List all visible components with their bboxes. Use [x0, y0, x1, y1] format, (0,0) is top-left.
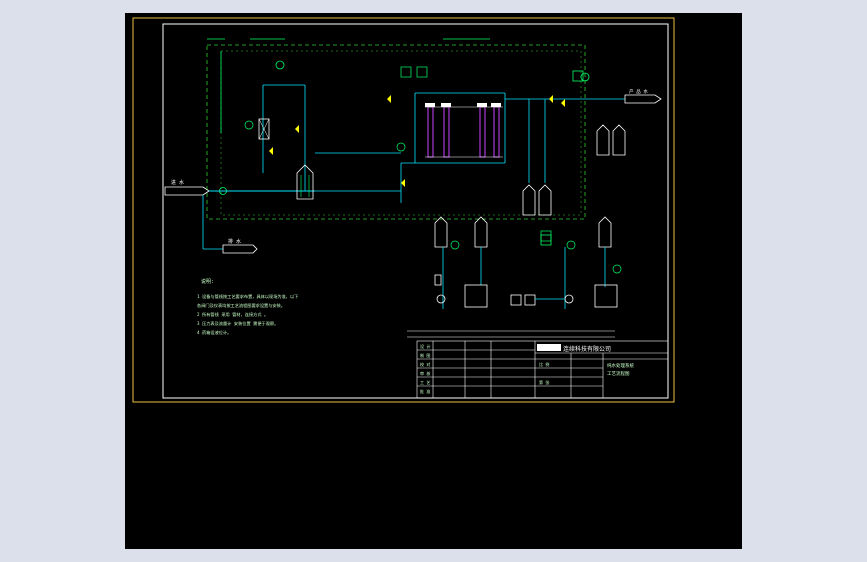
title-block: [416, 340, 669, 399]
filter-vessel: [258, 60, 306, 191]
top-headers: [207, 38, 490, 133]
drawing-border: [162, 23, 669, 399]
feed-label: 进 水: [171, 179, 184, 186]
note-line: 各阀门及仪表均按工艺流程图要求设置与安装。: [197, 302, 285, 309]
product-label: 产 品 水: [629, 88, 648, 95]
process-flow-diagram: 进 水 排 水: [132, 17, 675, 403]
product-line: 产 品 水: [505, 70, 662, 183]
cad-viewport[interactable]: 进 水 排 水: [125, 13, 742, 549]
drain-outlet: 排 水: [202, 195, 258, 254]
pressure-gauge-icon: [275, 60, 285, 70]
revision-row: [407, 330, 615, 338]
note-line: 1 设备与管线按工艺要求布置，具体以现场为准，以下: [197, 293, 298, 300]
sheet-frame: [132, 17, 675, 403]
valves: [269, 95, 565, 187]
notes: 说明: 1 设备与管线按工艺要求布置，具体以现场为准，以下 各阀门及仪表均按工艺…: [197, 278, 298, 336]
title-row-label: 批 准: [420, 388, 430, 394]
drain-label: 排 水: [228, 238, 241, 245]
title-row-label: 制 图: [420, 352, 430, 358]
lower-dosing: [434, 234, 618, 309]
drawing-title-1: 纯水处理系统: [607, 362, 634, 369]
note-line: 3 压力表及流量计 安装位置 需便于观察。: [197, 320, 278, 327]
drawing-title-2: 工艺流程图: [607, 370, 630, 377]
title-row-label: 审 核: [420, 370, 430, 376]
company-logo: [537, 344, 561, 351]
feed-inlet: 进 水: [164, 179, 315, 196]
notes-title: 说明:: [201, 278, 214, 285]
main-header: [315, 92, 506, 203]
sheet-label: 第 张: [539, 379, 549, 385]
title-row-label: 校 对: [420, 361, 430, 367]
membrane-columns: [425, 103, 503, 158]
instruments: [244, 66, 622, 274]
cartridge-filter: [296, 164, 314, 200]
company-name: 连续科技有限公司: [563, 345, 611, 353]
note-line: 4 药箱设液位计。: [197, 329, 231, 336]
title-row-label: 设 计: [420, 343, 430, 349]
scale-label: 比 例: [539, 361, 549, 367]
skid-boundary: [206, 44, 586, 220]
dosing-tanks: [434, 124, 626, 248]
note-line: 2 所有管线 采用 管材，连接方式 。: [197, 311, 268, 318]
title-row-label: 工 艺: [420, 380, 430, 385]
